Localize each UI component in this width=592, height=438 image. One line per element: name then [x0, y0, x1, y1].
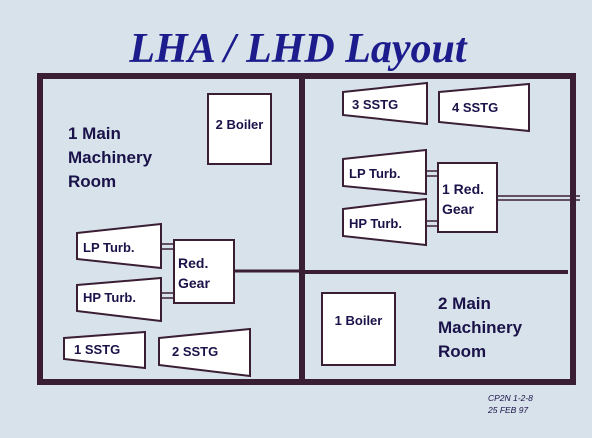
- page-title: LHA / LHD Layout: [128, 26, 468, 72]
- sstg-1-shape: [63, 330, 146, 370]
- equipment: [63, 81, 530, 378]
- sstg-1-label: 1 SSTG: [74, 342, 120, 357]
- room-2-line-2: Machinery: [438, 318, 523, 337]
- boiler-1-box: [321, 292, 396, 366]
- red-gear-left-line-1: Red.: [178, 255, 208, 271]
- hp-turbine-right: [342, 197, 427, 247]
- hp-turbine-left-label: HP Turb.: [83, 290, 136, 305]
- hp-turbine-right-label: HP Turb.: [349, 216, 402, 231]
- sstg-4-label: 4 SSTG: [452, 100, 498, 115]
- footnote-line-2: 25 FEB 97: [487, 405, 528, 415]
- lp-turbine-left-label: LP Turb.: [83, 240, 135, 255]
- sstg-4-shape: [438, 82, 530, 133]
- footnote: CP2N 1-2-8 25 FEB 97: [487, 393, 533, 415]
- red-gear-left-box: [173, 239, 235, 304]
- room-1-line-2: Machinery: [68, 148, 153, 167]
- red-gear-right-line-2: Gear: [442, 201, 474, 217]
- footnote-line-1: CP2N 1-2-8: [488, 393, 533, 403]
- room-1-line-1: 1 Main: [68, 124, 121, 143]
- labels: 1 Main Machinery Room 2 Main Machinery R…: [68, 97, 523, 361]
- lp-turbine-right: [342, 148, 427, 196]
- shafts: [161, 170, 580, 299]
- room-2-line-3: Room: [438, 342, 486, 361]
- hull-outline: [37, 73, 576, 385]
- red-gear-right-line-1: 1 Red.: [442, 181, 484, 197]
- room-1-line-3: Room: [68, 172, 116, 191]
- red-gear-right-box: [437, 162, 498, 233]
- hull: [37, 73, 576, 385]
- hp-turbine-left: [76, 276, 162, 323]
- boiler-1-label: 1 Boiler: [335, 313, 383, 328]
- lp-turbine-right-label: LP Turb.: [349, 166, 401, 181]
- sstg-3-shape: [342, 81, 428, 126]
- room-2-line-1: 2 Main: [438, 294, 491, 313]
- red-gear-left-line-2: Gear: [178, 275, 210, 291]
- boiler-2-box: [207, 93, 272, 165]
- sstg-3-label: 3 SSTG: [352, 97, 398, 112]
- sstg-2-shape: [158, 327, 251, 378]
- sstg-2-label: 2 SSTG: [172, 344, 218, 359]
- lp-turbine-left: [76, 222, 162, 270]
- boiler-2-label: 2 Boiler: [216, 117, 264, 132]
